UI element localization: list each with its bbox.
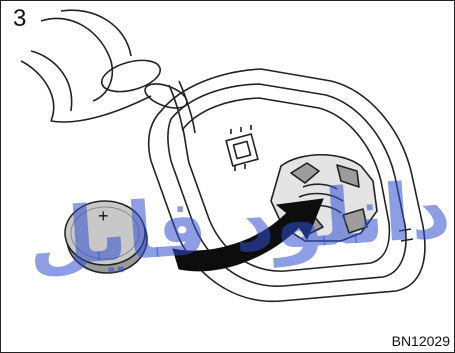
- battery-icon: [64, 200, 148, 274]
- insert-arrow-icon: [172, 198, 324, 272]
- watermark-text: دانلود فایل: [25, 165, 453, 284]
- key-ring-icon: [20, 9, 196, 134]
- step-number: 3: [13, 5, 27, 32]
- figure-code: BN12029: [391, 333, 450, 349]
- battery-plus-mark: +: [98, 206, 109, 226]
